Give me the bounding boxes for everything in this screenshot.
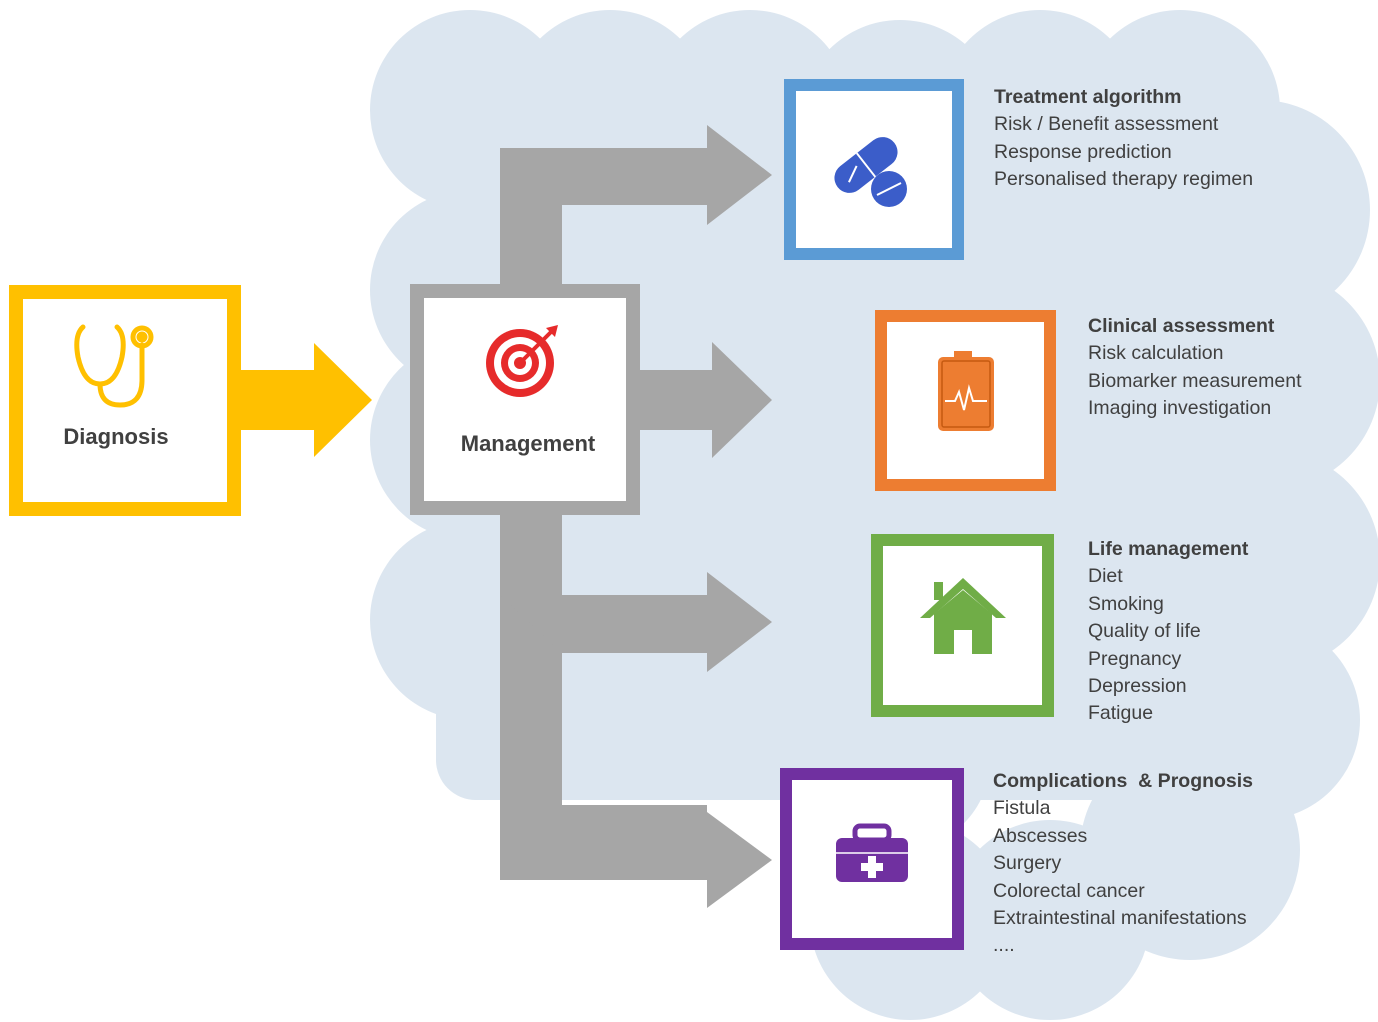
- treatment-info: Treatment algorithm Risk / Benefit asses…: [994, 84, 1253, 194]
- treatment-title: Treatment algorithm: [994, 86, 1182, 108]
- house-icon: [920, 578, 1006, 654]
- complications-info: Complications & Prognosis Fistula Absces…: [993, 768, 1253, 960]
- management-box: [410, 284, 640, 515]
- stethoscope-icon: [74, 324, 154, 408]
- list-item: Abscesses: [993, 824, 1088, 847]
- clinical-info: Clinical assessment Risk calculation Bio…: [1088, 313, 1302, 423]
- list-item: Imaging investigation: [1088, 397, 1272, 420]
- management-label: Management: [460, 431, 596, 456]
- treatment-box: [784, 79, 964, 260]
- list-item: Extraintestinal manifestations: [993, 907, 1247, 930]
- list-item: Response prediction: [994, 140, 1172, 163]
- life-title: Life management: [1088, 538, 1249, 560]
- management-arrows: [500, 125, 772, 908]
- list-item: Personalised therapy regimen: [994, 168, 1254, 191]
- life-info: Life management Diet Smoking Quality of …: [1088, 536, 1248, 728]
- clinical-title: Clinical assessment: [1088, 315, 1275, 337]
- list-item: ....: [993, 934, 1015, 957]
- life-box: [871, 534, 1054, 717]
- list-item: Depression: [1088, 675, 1187, 698]
- diagnosis-label: Diagnosis: [63, 424, 169, 449]
- complications-box: [780, 768, 964, 950]
- first-aid-kit-icon: [836, 823, 908, 882]
- list-item: Biomarker measurement: [1088, 369, 1302, 392]
- target-icon: [486, 325, 558, 397]
- list-item: Pregnancy: [1088, 647, 1182, 670]
- list-item: Diet: [1088, 565, 1123, 588]
- list-item: Quality of life: [1088, 620, 1201, 643]
- list-item: Surgery: [993, 852, 1062, 875]
- pills-icon: [834, 137, 907, 207]
- diagnosis-box: [9, 285, 241, 516]
- list-item: Risk calculation: [1088, 342, 1224, 365]
- clinical-box: [875, 310, 1056, 491]
- diagnosis-arrow: [230, 343, 372, 457]
- list-item: Risk / Benefit assessment: [994, 113, 1219, 136]
- list-item: Colorectal cancer: [993, 879, 1145, 902]
- list-item: Fistula: [993, 797, 1051, 820]
- list-item: Smoking: [1088, 592, 1164, 615]
- complications-title: Complications & Prognosis: [993, 770, 1254, 792]
- clipboard-monitor-icon: [938, 351, 994, 431]
- list-item: Fatigue: [1088, 702, 1154, 725]
